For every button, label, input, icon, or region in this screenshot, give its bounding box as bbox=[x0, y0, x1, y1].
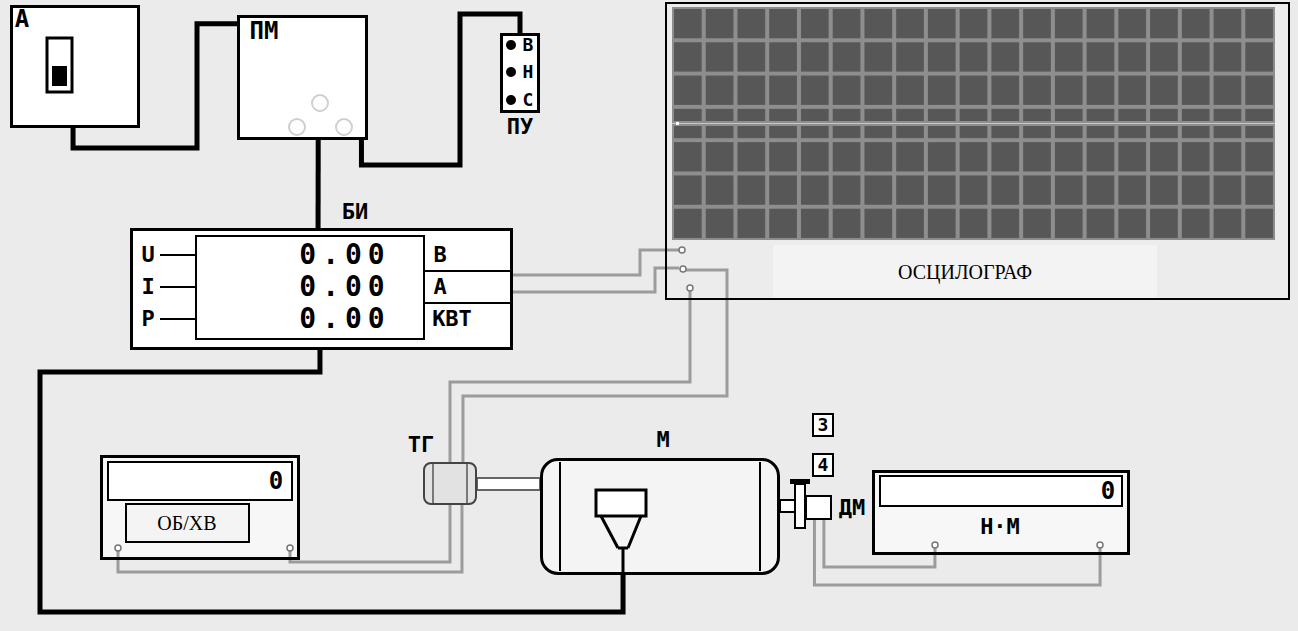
equipment-box: 4 bbox=[812, 453, 834, 477]
node-label: А bbox=[433, 276, 446, 298]
equipment-box: ОБ/ХВ bbox=[125, 503, 250, 543]
node-label: U bbox=[141, 244, 154, 266]
wire bbox=[290, 505, 450, 562]
node-label: В bbox=[433, 244, 446, 266]
terminal bbox=[287, 545, 293, 551]
meter-display bbox=[108, 462, 292, 500]
node-label: БИ bbox=[342, 201, 369, 223]
equipment-box: 0.000.000.00БИUIPВАКВТ bbox=[130, 228, 513, 350]
coupling bbox=[795, 484, 805, 528]
tachogenerator-ribs bbox=[433, 464, 467, 503]
switch-lever bbox=[52, 66, 67, 86]
wire bbox=[316, 140, 321, 228]
box-fill bbox=[665, 2, 1290, 300]
node-label: 0.00 bbox=[299, 305, 390, 333]
terminal-box bbox=[596, 490, 646, 516]
node-label: P bbox=[141, 308, 154, 330]
wire bbox=[513, 268, 665, 292]
button-dot bbox=[506, 95, 516, 105]
screen-axis bbox=[672, 123, 1275, 124]
terminal bbox=[932, 542, 938, 548]
box-fill bbox=[10, 5, 140, 128]
socket-symbol bbox=[289, 119, 305, 135]
terminal bbox=[687, 285, 693, 291]
equipment-box: ОБ/ХВ 0 bbox=[100, 455, 300, 560]
equipment-box: ПУВНС bbox=[500, 33, 540, 113]
equipment-box: ПМ bbox=[237, 15, 368, 140]
node-label: С bbox=[523, 91, 534, 109]
equipment-box: ТГ bbox=[423, 462, 477, 505]
equipment-box: ОСЦИЛОГРАФ bbox=[665, 2, 1290, 300]
node-label: Н bbox=[523, 63, 534, 81]
wire-group bbox=[40, 14, 1100, 612]
node-label: ПУ bbox=[507, 116, 534, 138]
oscilloscope-screen bbox=[672, 7, 1275, 240]
terminal bbox=[115, 545, 121, 551]
wire bbox=[40, 350, 623, 612]
node-label: КВТ bbox=[432, 308, 472, 330]
leader-line bbox=[160, 255, 195, 319]
row-separator bbox=[425, 271, 513, 303]
shaft bbox=[780, 500, 795, 512]
box-fill bbox=[100, 455, 300, 560]
node-label: ТГ bbox=[408, 434, 435, 456]
box-fill bbox=[423, 462, 477, 505]
node-label: В bbox=[523, 36, 534, 54]
equipment-box: ДМ bbox=[805, 495, 832, 520]
node-label: ОСЦИЛОГРАФ bbox=[898, 262, 1032, 282]
wire bbox=[73, 24, 237, 148]
wire bbox=[513, 250, 665, 275]
terminal bbox=[679, 247, 685, 253]
motor-end-cap bbox=[560, 462, 760, 571]
wire bbox=[463, 300, 727, 462]
node-label: I bbox=[141, 276, 154, 298]
screen-axis bbox=[672, 121, 1275, 126]
node-label: ПМ bbox=[250, 19, 279, 43]
switch-symbol bbox=[47, 38, 72, 92]
wire bbox=[824, 520, 935, 567]
equipment-box: А bbox=[10, 5, 140, 128]
motor-lead bbox=[601, 516, 641, 575]
box-fill bbox=[540, 458, 780, 575]
wire-lead bbox=[665, 250, 727, 300]
equipment-box: М bbox=[540, 458, 780, 575]
node-label: 4 bbox=[818, 456, 829, 474]
equipment-box: 0Н·М bbox=[872, 470, 1130, 555]
box-fill bbox=[500, 33, 540, 113]
box-fill bbox=[130, 228, 513, 350]
button-dot bbox=[506, 40, 516, 50]
button-dot bbox=[506, 67, 516, 77]
node-label: 3 bbox=[818, 416, 829, 434]
node-label: 0.00 bbox=[299, 241, 390, 269]
node-label: А bbox=[15, 7, 29, 31]
wire bbox=[361, 14, 520, 165]
coupling-bar bbox=[790, 479, 810, 484]
node-label: Н·М bbox=[980, 516, 1020, 538]
node-label: 0.00 bbox=[299, 273, 390, 301]
node-label: М bbox=[656, 429, 669, 451]
socket-symbol bbox=[312, 95, 328, 111]
socket-symbol bbox=[336, 119, 352, 135]
equipment-box: 0.00 0.00 0.00 bbox=[195, 235, 425, 340]
wire bbox=[450, 300, 690, 462]
box-fill bbox=[237, 15, 368, 140]
node-label: ДМ bbox=[839, 497, 866, 519]
terminal bbox=[680, 266, 686, 272]
node-label: ОБ/ХВ bbox=[157, 513, 216, 533]
box-fill bbox=[872, 470, 1130, 555]
trace-dot bbox=[676, 122, 679, 125]
caption-panel bbox=[773, 245, 1157, 298]
node-label: 0 bbox=[1101, 479, 1115, 503]
meter-display bbox=[880, 476, 1122, 506]
equipment-box: 3 bbox=[812, 413, 834, 437]
node-label: 0 bbox=[269, 469, 283, 493]
shaft bbox=[477, 478, 540, 490]
terminal bbox=[1097, 542, 1103, 548]
